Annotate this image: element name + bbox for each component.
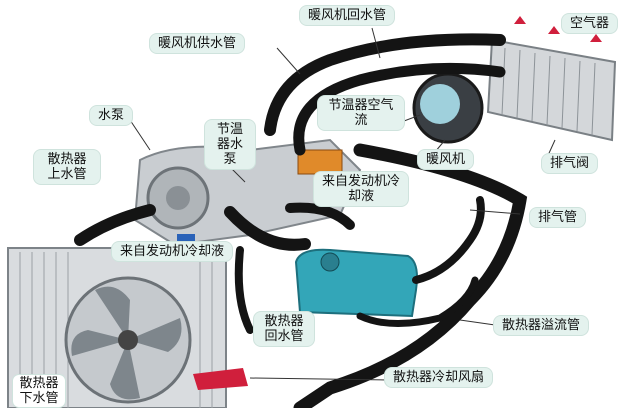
label-radiator-upper-pipe: 散热器上水管 (34, 150, 100, 184)
label-radiator-lower-pipe: 散热器回水管 (254, 312, 314, 346)
label-radiator-bottom: 散热器下水管 (12, 374, 66, 408)
coolant-hoses (74, 33, 528, 408)
expansion-tank (294, 248, 418, 318)
engine-block (133, 138, 362, 247)
label-exhaust-pipe: 排气管 (530, 208, 586, 227)
label-heater: 暖风机 (418, 150, 474, 169)
label-evaporator: 空气器 (562, 14, 618, 33)
lower-hose-marker (193, 368, 248, 390)
label-heater-supply-pipe: 暖风机供水管 (150, 34, 245, 53)
label-from-engine: 来自发动机冷却液 (112, 242, 233, 261)
blower-fan (412, 72, 484, 144)
label-drain-valve: 排气阀 (542, 154, 598, 173)
label-cooling-fan-pipe: 散热器冷却风扇 (385, 368, 493, 387)
label-thermostat-air: 节温器空气流 (318, 96, 404, 130)
label-water-pump: 水泵 (90, 106, 133, 125)
vent-arrows (514, 16, 602, 42)
heater-core (486, 38, 617, 142)
label-heater-return-pipe: 暖风机回水管 (300, 6, 395, 25)
label-overflow-pipe: 散热器溢流管 (494, 316, 589, 335)
label-thermostat-pump: 节温器水泵 (205, 120, 255, 169)
label-bypass-valve: 来自发动机冷却液 (314, 172, 408, 206)
